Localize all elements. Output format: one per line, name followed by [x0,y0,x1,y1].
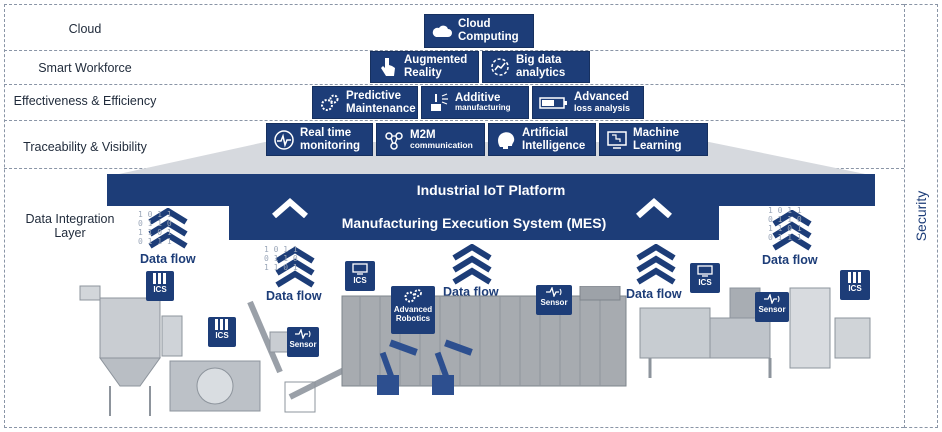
cloud-icon [431,20,453,42]
sensor-wave-icon [295,329,311,339]
layer-label-cloud: Cloud [68,22,102,36]
layer-label-smart-workforce: Smart Workforce [38,61,132,75]
server-rack-icon [153,273,166,284]
mill-machine-image [79,285,261,416]
security-column: Security [904,4,938,428]
data-flow-chevrons [636,244,676,285]
chevron-up-icon [272,198,308,218]
ics-tag: ICS [146,271,174,301]
diagram-frame [4,4,904,428]
binary-digits: 1 0 1 1 0 1 1 0 1 1 0 1 0 1 1 1 [768,206,802,242]
3d-printer-icon [428,92,450,114]
layer-label-data-integration: Data Integration Layer [25,212,115,240]
layer-label-traceability: Traceability & Visibility [23,140,147,154]
robot-arms-image [377,339,473,395]
network-icon [383,129,405,151]
ml-screen-icon [606,129,628,151]
ics-tag: ICS [840,270,870,300]
layer-divider [4,120,904,121]
data-flow-label: Data flow [762,253,818,267]
sensor-tag: Sensor [755,292,789,322]
layer-label-effectiveness: Effectiveness & Efficiency [13,94,157,108]
server-rack-icon [215,319,228,330]
monitor-icon [352,263,368,275]
gears-icon [319,92,341,114]
brain-icon [495,129,517,151]
gears-icon [404,289,422,303]
battery-icon [539,92,569,114]
monitor-icon [697,265,713,277]
ics-tag: ICS [690,263,720,293]
data-flow-chevrons [148,208,188,249]
binary-digits: 1 0 1 1 0 1 1 0 1 1 0 1 0 1 1 1 [138,210,172,246]
data-flow-chevrons [275,247,315,288]
ics-tag: ICS [208,317,236,347]
layer-divider [4,50,904,51]
sensor-wave-icon [764,294,780,304]
industrial-iot-platform-band: Industrial IoT Platform [107,174,875,206]
data-flow-label: Data flow [266,289,322,303]
data-flow-chevrons [772,210,812,251]
analytics-icon [489,56,511,78]
data-flow-label: Data flow [626,287,682,301]
mes-band: Manufacturing Execution System (MES) [229,206,719,240]
chevron-up-icon [636,198,672,218]
advanced-robotics-tag: Advanced Robotics [391,286,435,334]
binary-digits: 1 0 1 1 0 1 1 0 1 1 0 1 [264,245,298,272]
pulse-icon [273,129,295,151]
oven-line-image [341,286,627,387]
sensor-wave-icon [546,287,562,297]
layer-divider [4,84,904,85]
hand-pointer-icon [377,56,399,78]
sensor-tag: Sensor [287,327,319,357]
server-rack-icon [848,272,861,283]
sensor-tag: Sensor [536,285,572,315]
extruder-line-image [639,287,871,378]
data-flow-chevrons [452,244,492,285]
data-flow-label: Data flow [140,252,196,266]
ics-tag: ICS [345,261,375,291]
